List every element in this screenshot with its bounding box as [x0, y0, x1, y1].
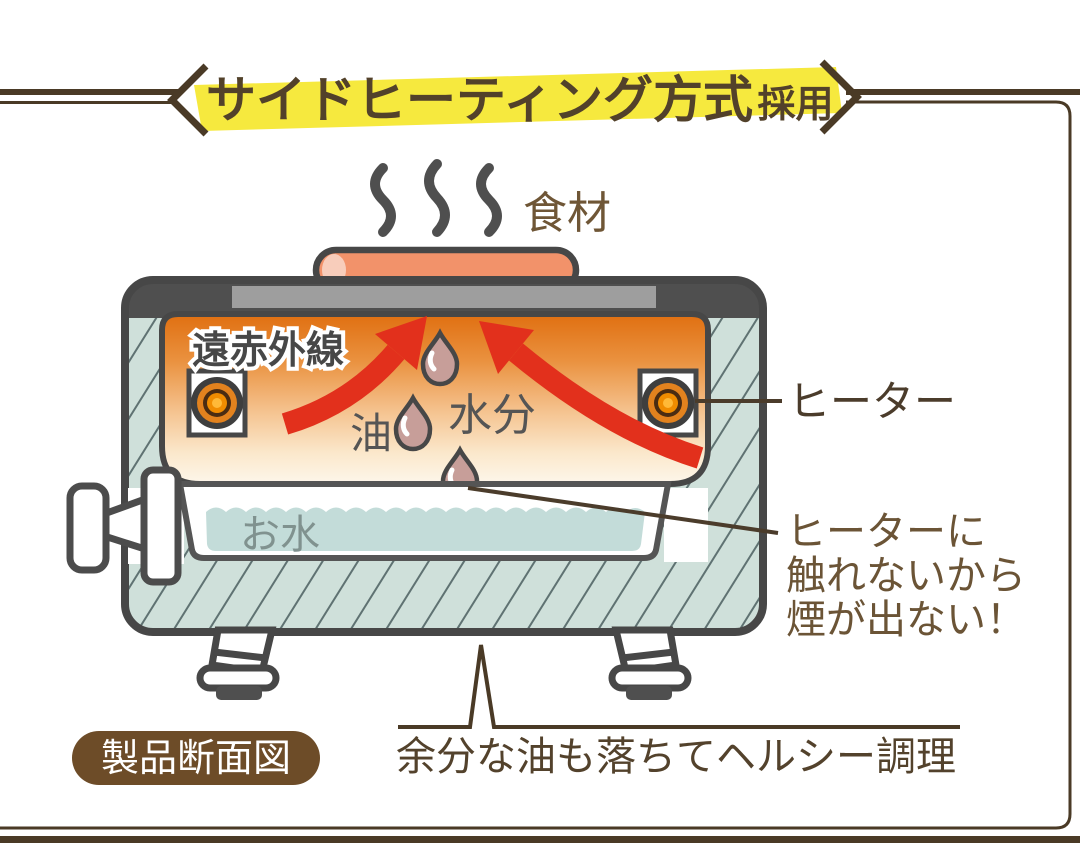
- heater-left: [186, 368, 248, 438]
- heater-right: [637, 368, 699, 438]
- frame-top-thick-left: [0, 89, 178, 95]
- no-smoke-line1: ヒーターに: [786, 510, 986, 554]
- healthy-cooking-callout: 余分な油も落ちてヘルシー調理: [396, 644, 960, 779]
- title-main: サイドヒーティング方式: [206, 72, 753, 128]
- body-outline: [121, 276, 767, 636]
- frame-top-thin-left: [0, 101, 178, 104]
- water-tray: お水: [176, 481, 672, 561]
- heat-arrows: [281, 316, 704, 469]
- heater-callout: ヒーター: [695, 378, 956, 425]
- oil-label: 油: [350, 410, 392, 457]
- no-smoke-leader-line: [467, 486, 779, 535]
- steam-wisp-2: [424, 159, 450, 237]
- leg-right-pad: [626, 686, 672, 700]
- left-bracket-icon: [167, 63, 209, 137]
- title-highlight: [194, 67, 842, 131]
- droplet-icon-top: [420, 328, 460, 387]
- droplet-icon-middle: [393, 393, 433, 452]
- heater-left-glow: [212, 398, 222, 408]
- handle-grip: [66, 482, 110, 574]
- heater-label: ヒーター: [788, 378, 956, 425]
- healthy-cooking-label: 余分な油も落ちてヘルシー調理: [396, 735, 956, 779]
- steam-wisp-1: [370, 163, 396, 237]
- healthy-bracket-line: [398, 644, 960, 729]
- no-smoke-callout: ヒーターに 触れないから 煙が出ない！: [467, 486, 1026, 642]
- leg-left-pad: [216, 686, 262, 700]
- no-smoke-line3: 煙が出ない！: [786, 598, 1026, 642]
- frame-inner-border: [0, 100, 1072, 830]
- leg-right-strut: [621, 648, 675, 662]
- steam-icon: [370, 159, 502, 237]
- frame-bottom-thick: [0, 836, 1080, 843]
- title-suffix: 採用: [757, 84, 833, 126]
- heat-arrow-left-body: [281, 344, 405, 435]
- no-smoke-line2: 触れないから: [786, 554, 1026, 598]
- title-banner: サイドヒーティング方式 採用: [167, 59, 862, 137]
- leg-right-foot: [608, 664, 692, 692]
- tray-handle: [66, 466, 182, 586]
- leg-left-foot: [196, 664, 280, 692]
- water-label: お水: [240, 513, 320, 557]
- heat-arrow-right-head: [479, 321, 534, 374]
- caption-badge-label: 製品断面図: [101, 738, 291, 780]
- leg-left-strut: [213, 648, 267, 662]
- heater-right-glow: [663, 398, 673, 408]
- frame-top-thick-right: [846, 89, 1080, 95]
- steam-wisp-3: [476, 163, 502, 237]
- moisture-label: 水分: [448, 391, 536, 440]
- tray-slot-right: [664, 488, 708, 562]
- food-label: 食材: [523, 189, 611, 238]
- handle-plate: [140, 466, 182, 586]
- caption-badge-bg: [72, 731, 320, 785]
- top-plate: [232, 286, 656, 308]
- caption-badge: 製品断面図: [72, 731, 320, 785]
- page-title: サイドヒーティング方式 採用: [206, 72, 833, 128]
- heat-arrow-left-head: [375, 316, 427, 370]
- far-infrared-label: 遠赤外線: [192, 330, 344, 372]
- page-frame: [0, 89, 1080, 843]
- heat-arrow-right-body: [508, 343, 704, 469]
- leg-left: [196, 626, 280, 700]
- water-fill: [206, 507, 645, 551]
- leg-right: [608, 626, 692, 700]
- right-bracket-icon: [819, 59, 862, 135]
